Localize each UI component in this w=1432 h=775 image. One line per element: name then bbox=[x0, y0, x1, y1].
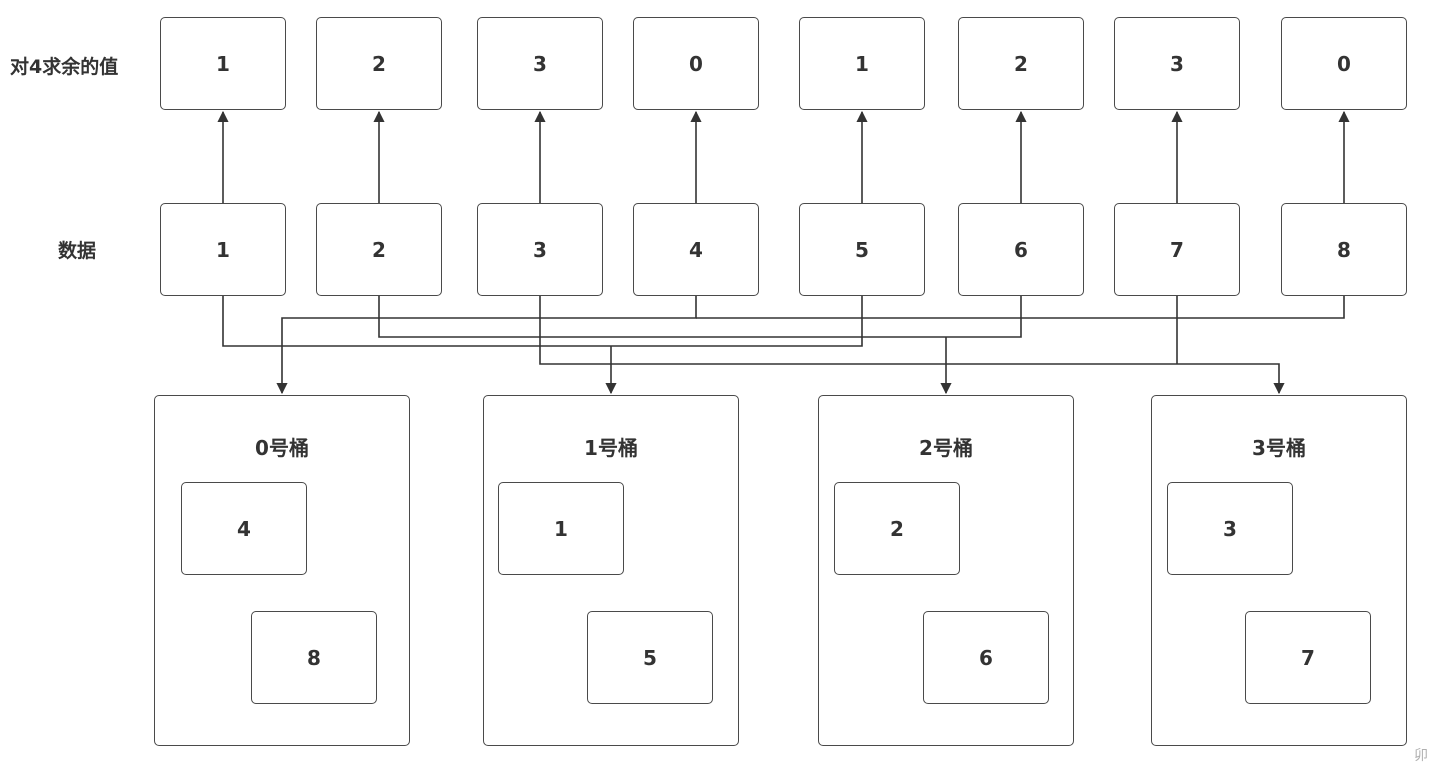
route-to-bucket-1 bbox=[222, 296, 863, 347]
bucket-item: 5 bbox=[587, 611, 713, 704]
bucket-item: 1 bbox=[498, 482, 624, 575]
route-to-bucket-3 bbox=[539, 296, 1285, 395]
route-to-bucket-0 bbox=[276, 296, 697, 395]
mod-value-box: 1 bbox=[160, 17, 286, 110]
data-box: 5 bbox=[799, 203, 925, 296]
data-box: 2 bbox=[316, 203, 442, 296]
data-box: 3 bbox=[477, 203, 603, 296]
bucket-item: 7 bbox=[1245, 611, 1371, 704]
bucket-item: 3 bbox=[1167, 482, 1293, 575]
bucket-title: 2号桶 bbox=[919, 436, 973, 460]
bucket-item: 6 bbox=[923, 611, 1049, 704]
watermark-text: 卯 bbox=[1414, 748, 1428, 764]
mod-row-label: 对4求余的值 bbox=[10, 56, 119, 78]
mod-value-box: 2 bbox=[958, 17, 1084, 110]
data-box: 4 bbox=[633, 203, 759, 296]
bucket-1: 1号桶 1 5 bbox=[483, 395, 739, 746]
bucket-title: 0号桶 bbox=[255, 436, 309, 460]
bucket-2: 2号桶 2 6 bbox=[818, 395, 1074, 746]
data-box: 1 bbox=[160, 203, 286, 296]
mod-value-box: 2 bbox=[316, 17, 442, 110]
route-to-bucket-0 bbox=[696, 296, 1345, 319]
bucket-item: 2 bbox=[834, 482, 960, 575]
mod-value-box: 3 bbox=[477, 17, 603, 110]
mod-value-box: 0 bbox=[1281, 17, 1407, 110]
route-to-bucket-2 bbox=[378, 296, 1022, 338]
data-row-label: 数据 bbox=[58, 240, 97, 262]
bucket-item: 8 bbox=[251, 611, 377, 704]
data-box: 6 bbox=[958, 203, 1084, 296]
mod-value-box: 1 bbox=[799, 17, 925, 110]
bucket-title: 1号桶 bbox=[584, 436, 638, 460]
bucket-title: 3号桶 bbox=[1252, 436, 1306, 460]
data-box: 7 bbox=[1114, 203, 1240, 296]
bucket-0: 0号桶 4 8 bbox=[154, 395, 410, 746]
mod-value-box: 0 bbox=[633, 17, 759, 110]
data-box: 8 bbox=[1281, 203, 1407, 296]
mod-value-box: 3 bbox=[1114, 17, 1240, 110]
bucket-item: 4 bbox=[181, 482, 307, 575]
bucket-3: 3号桶 3 7 bbox=[1151, 395, 1407, 746]
